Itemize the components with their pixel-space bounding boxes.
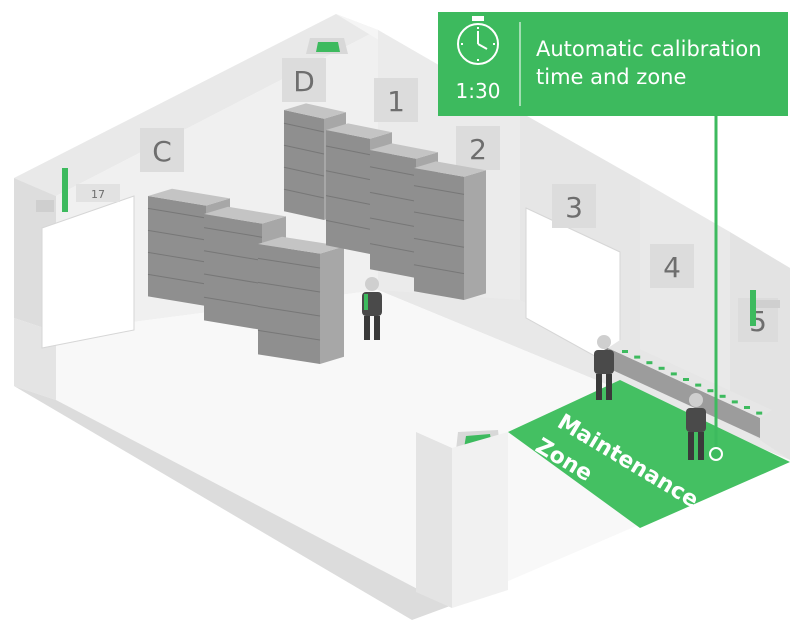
wall-label-bay-1: 1 [387, 85, 405, 118]
front-wall [416, 432, 508, 608]
crate-stack [257, 236, 344, 364]
maintenance-zone [508, 380, 790, 528]
bench-led [731, 400, 738, 404]
bench-led [658, 366, 665, 370]
bench-led [683, 378, 689, 381]
wall-label-bay-4: 4 [663, 251, 681, 284]
wall-label-bay-2: 2 [469, 133, 487, 166]
bench-led [634, 355, 641, 359]
bench-led-strip [622, 350, 763, 415]
callout-title-line2: time and zone [536, 65, 686, 89]
callout-time: 1:30 [456, 79, 501, 103]
worker-1 [362, 277, 382, 340]
wall-label-c: C [152, 135, 172, 168]
bench-led [646, 361, 653, 365]
calibration-callout: 1:30 Automatic calibration time and zone [438, 12, 788, 116]
door-number-label: 17 [91, 188, 105, 201]
stopwatch-icon [457, 16, 499, 65]
bench-led [744, 406, 750, 409]
worker-2 [594, 335, 614, 400]
bench-led [622, 350, 628, 353]
crate-stack [413, 161, 486, 300]
wall-label-bay-3: 3 [565, 191, 583, 224]
wall-label-d: D [293, 65, 315, 98]
callout-pointer-dot [709, 447, 723, 461]
bench-led [756, 411, 763, 415]
bench-led [707, 389, 714, 393]
worker-3 [686, 393, 706, 460]
bench-led [719, 394, 726, 398]
dock-doors [41, 195, 621, 371]
callout-title-line1: Automatic calibration [536, 37, 762, 61]
bench-led [670, 372, 677, 376]
bench-led [695, 383, 702, 387]
crate-stacks [147, 103, 486, 364]
workers [362, 277, 706, 460]
